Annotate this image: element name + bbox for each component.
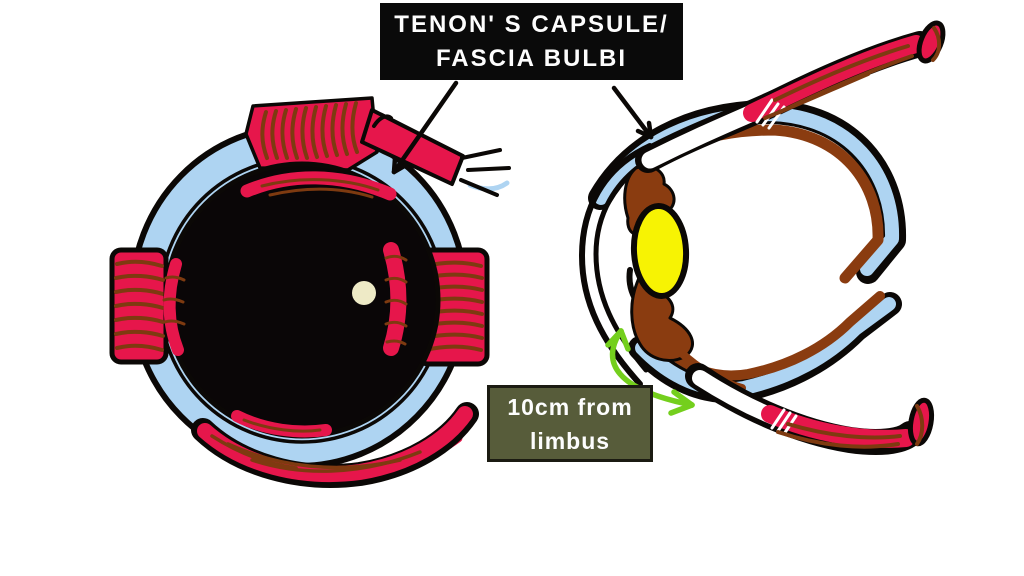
label-pointer-arrows [391, 80, 654, 175]
tenon-capsule-label-line2: FASCIA BULBI [435, 44, 628, 72]
lens [630, 203, 690, 299]
left-eye-front-view [109, 96, 511, 488]
pointer-arrow-right [611, 85, 654, 140]
pointer-arrow-left [391, 80, 459, 175]
limbus-distance-label-line2: limbus [529, 427, 611, 454]
tenon-capsule-label-line1: TENON' S CAPSULE/ [394, 10, 669, 38]
light-reflex-dot [352, 281, 376, 305]
muscle-insertion-crescents [162, 171, 408, 438]
limbus-distance-label: 10cm from limbus [487, 385, 653, 462]
choroid-band-lower [655, 291, 885, 381]
superior-rectus-muscle [244, 96, 379, 172]
inferior-rectus-muscle-section [685, 363, 935, 455]
medial-rectus-muscle [109, 247, 169, 365]
right-eye-cross-section [579, 20, 946, 455]
limbus-distance-label-line1: 10cm from [507, 393, 633, 420]
inferior-muscle-band [191, 402, 479, 488]
tenon-capsule-label: TENON' S CAPSULE/ FASCIA BULBI [380, 3, 683, 80]
green-measurement-arrow [605, 328, 695, 416]
superior-rectus-muscle-section [635, 20, 946, 173]
